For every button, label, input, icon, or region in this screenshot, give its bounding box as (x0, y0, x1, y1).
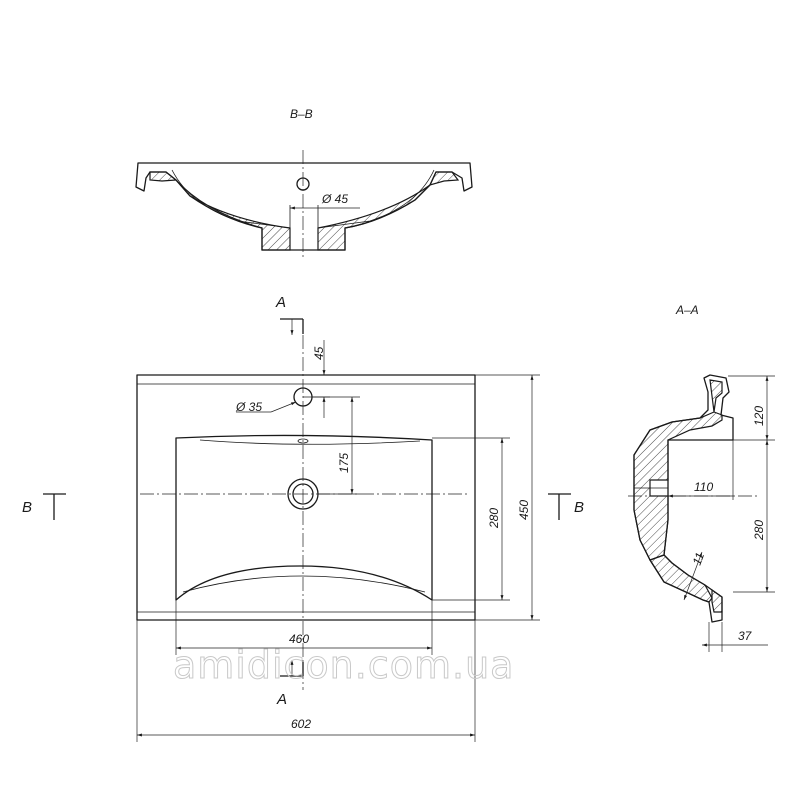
svg-text:602: 602 (291, 717, 311, 731)
section-bb-wall-left (175, 179, 291, 251)
bowl-outline (175, 434, 433, 601)
svg-text:45: 45 (312, 346, 326, 360)
plan-view: A A B B 45 Ø (22, 294, 584, 742)
section-marker-b-right: B (548, 493, 584, 520)
section-marker-b-left: B (22, 493, 66, 520)
dim-aa-drain-depth: 110 (668, 440, 734, 500)
svg-text:450: 450 (517, 500, 531, 520)
svg-text:110: 110 (694, 480, 713, 494)
svg-text:460: 460 (289, 632, 309, 646)
section-bb-title: B–B (290, 107, 313, 121)
dim-tap-to-drain: 175 (312, 396, 360, 495)
section-aa-title: A–A (675, 303, 699, 317)
dim-tap-hole-dia: Ø 35 (235, 400, 297, 414)
svg-text:A: A (275, 294, 286, 311)
section-marker-a-bottom: A (276, 660, 304, 708)
dim-bowl-width: 460 (175, 600, 433, 655)
svg-text:175: 175 (337, 453, 351, 473)
watermark: amidicon.com.ua (173, 643, 514, 687)
svg-text:280: 280 (487, 508, 501, 529)
basin-outline (136, 374, 476, 621)
section-aa: A–A 120 110 280 11 (628, 303, 775, 652)
section-bb-wall-right (317, 184, 431, 251)
dim-tap-offset: 45 (303, 340, 330, 418)
section-aa-hatch (633, 379, 723, 561)
svg-text:37: 37 (738, 629, 753, 643)
dim-aa-lip: 37 (702, 622, 768, 652)
dim-aa-rim-height: 120 (728, 375, 775, 441)
section-bb: B–B Ø 45 (135, 107, 473, 258)
dim-aa-wall: 11 (683, 551, 707, 601)
svg-text:280: 280 (752, 520, 766, 541)
svg-text:11: 11 (690, 551, 707, 568)
section-bb-drain-dia: Ø 45 (321, 192, 348, 206)
svg-text:Ø 35: Ø 35 (235, 400, 262, 414)
dim-bowl-depth: 280 (432, 437, 510, 601)
section-bb-outline (135, 162, 473, 251)
dim-aa-bowl-depth: 280 (733, 440, 775, 593)
svg-text:120: 120 (752, 406, 766, 426)
section-marker-a-top: A (275, 294, 304, 335)
svg-text:B: B (574, 499, 584, 516)
svg-text:B: B (22, 499, 32, 516)
dim-total-width: 602 (136, 620, 476, 742)
svg-text:A: A (276, 691, 287, 708)
dim-total-depth: 450 (475, 374, 540, 621)
